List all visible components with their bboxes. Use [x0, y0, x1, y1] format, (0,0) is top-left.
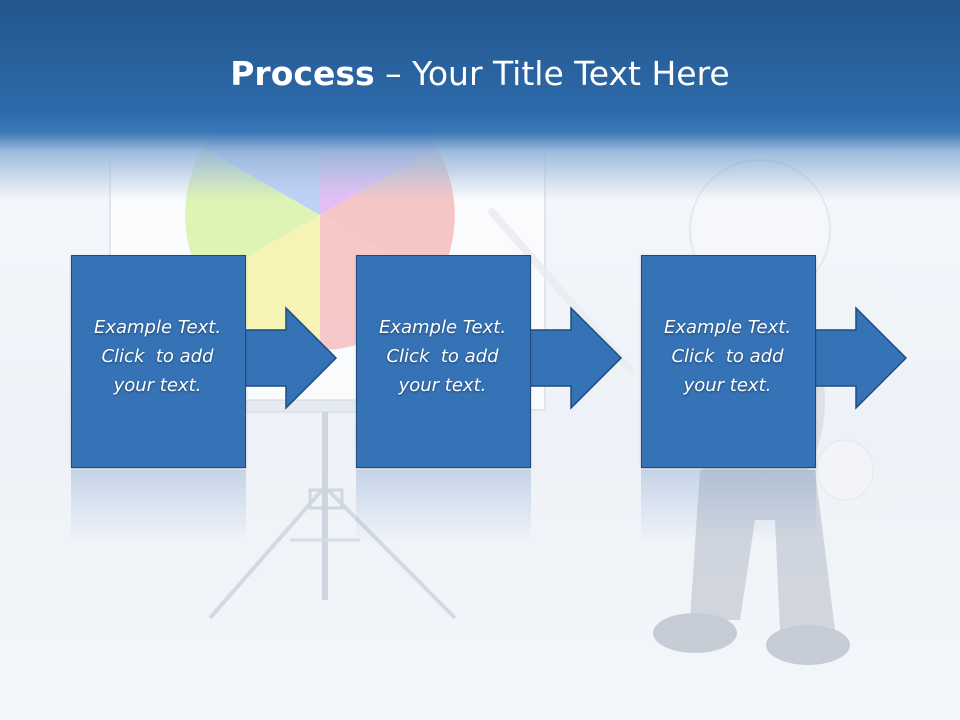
step-line: Click to add	[386, 346, 499, 367]
slide-title[interactable]: Process – Your Title Text Here	[0, 52, 960, 96]
step-line: Example Text.	[663, 317, 792, 338]
step-line: Click to add	[671, 346, 784, 367]
process-step-3[interactable]: Example Text. Click to add your text.	[641, 255, 816, 468]
arrow-right-icon	[525, 306, 623, 410]
step-line: your text.	[398, 375, 487, 396]
step-line: your text.	[683, 375, 772, 396]
step-line: Example Text.	[93, 317, 222, 338]
arrow-right-icon	[810, 306, 908, 410]
step-text[interactable]: Example Text. Click to add your text.	[641, 313, 814, 400]
step-box[interactable]	[641, 255, 816, 468]
process-step-1[interactable]: Example Text. Click to add your text.	[71, 255, 246, 468]
title-bold: Process	[230, 54, 375, 93]
arrow-right-icon	[240, 306, 338, 410]
step-reflection	[71, 470, 246, 542]
step-text[interactable]: Example Text. Click to add your text.	[71, 313, 244, 400]
step-line: your text.	[113, 375, 202, 396]
header-band	[0, 0, 960, 200]
step-line: Click to add	[101, 346, 214, 367]
step-box[interactable]	[356, 255, 531, 468]
step-box[interactable]	[71, 255, 246, 468]
step-reflection	[356, 470, 531, 542]
step-line: Example Text.	[378, 317, 507, 338]
step-reflection	[641, 470, 816, 542]
step-text[interactable]: Example Text. Click to add your text.	[356, 313, 529, 400]
process-step-2[interactable]: Example Text. Click to add your text.	[356, 255, 531, 468]
title-rest: – Your Title Text Here	[374, 54, 730, 93]
